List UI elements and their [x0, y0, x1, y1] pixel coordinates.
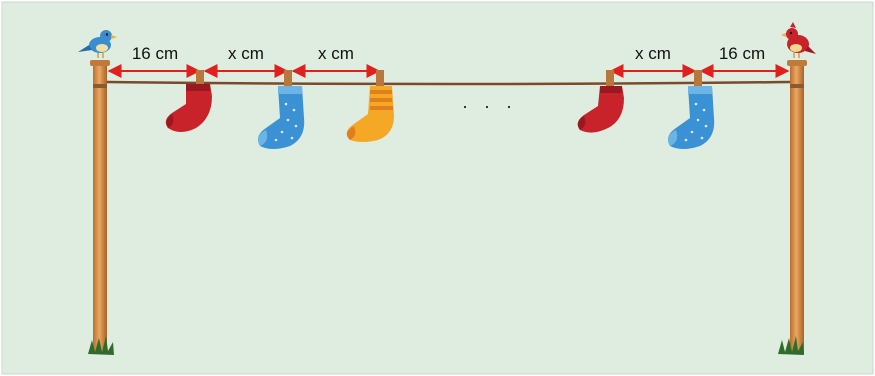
label-right-margin: 16 cm: [719, 44, 765, 63]
ellipsis: . . .: [462, 92, 517, 112]
label-gap-2: x cm: [318, 44, 354, 63]
clothesline-rope: [106, 80, 791, 86]
grass-icon: [778, 336, 804, 355]
label-gap-1: x cm: [228, 44, 264, 63]
sock-blue-2: [668, 70, 715, 149]
sock-blue-1: [258, 70, 305, 149]
right-pole: [787, 60, 807, 354]
left-pole: [90, 60, 110, 354]
label-left-margin: 16 cm: [132, 44, 178, 63]
blue-bird-icon: [78, 30, 117, 58]
label-gap-3: x cm: [635, 44, 671, 63]
sock-red-1: [165, 70, 212, 132]
grass-icon: [88, 336, 114, 355]
sock-yellow: [346, 70, 394, 142]
sock-red-2: [577, 70, 624, 133]
red-bird-icon: [781, 22, 816, 58]
